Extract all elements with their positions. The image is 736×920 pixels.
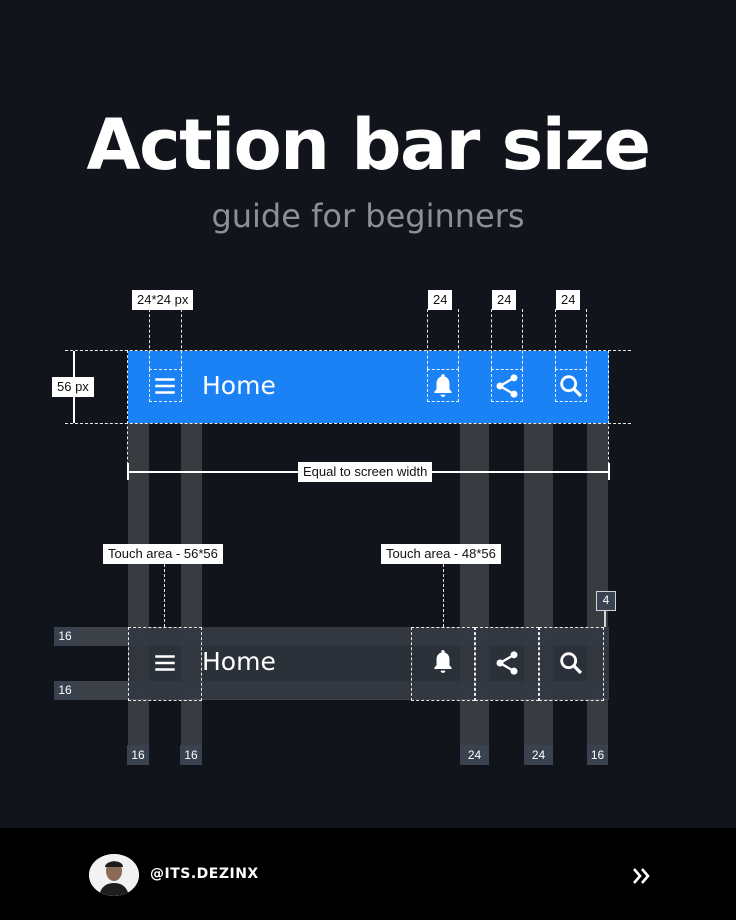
- share-guide-right: [522, 309, 523, 369]
- spacing-bottom-5: 16: [587, 745, 608, 765]
- author-handle[interactable]: @ITS.DEZINX: [150, 866, 259, 882]
- share-icon[interactable]: [493, 649, 521, 677]
- share-touch-area: [475, 627, 539, 701]
- spacing-column-right-2: [524, 423, 553, 765]
- action-touch-area-label: Touch area - 48*56: [381, 544, 501, 564]
- spacing-bottom-3: 24: [460, 745, 489, 765]
- share-icon-size-label: 24: [492, 290, 517, 310]
- nav-touch-area: [128, 627, 202, 701]
- bell-icon-bounds: [427, 369, 459, 402]
- spacing-left-top: 16: [54, 627, 76, 646]
- top-gap-connector: [604, 610, 606, 627]
- guide-bottom-line: [65, 423, 631, 424]
- spacing-bottom-4: 24: [524, 745, 553, 765]
- bell-touch-area: [411, 627, 475, 701]
- spacing-column-left-1: [128, 423, 149, 765]
- app-bar-dark: [128, 627, 609, 699]
- share-guide-left: [491, 309, 492, 369]
- search-icon[interactable]: [557, 372, 585, 400]
- spacing-bottom-1: 16: [127, 745, 149, 765]
- menu-icon-size-label: 24*24 px: [132, 290, 194, 310]
- search-icon-bounds: [555, 369, 587, 402]
- menu-guide-left: [149, 309, 150, 369]
- action-touch-connector: [443, 564, 444, 627]
- app-bar-title: Home: [202, 647, 276, 676]
- menu-icon[interactable]: [152, 373, 178, 399]
- bell-icon[interactable]: [430, 372, 456, 400]
- search-guide-right: [586, 309, 587, 369]
- nav-touch-area-label: Touch area - 56*56: [103, 544, 223, 564]
- menu-icon[interactable]: [152, 650, 178, 676]
- search-touch-area: [539, 627, 604, 701]
- page-title: Action bar size: [86, 104, 651, 186]
- app-bar-blue: [128, 351, 609, 423]
- spacing-top-gap: 4: [596, 591, 616, 611]
- width-marker-tick-left: [127, 463, 129, 480]
- share-icon-bounds: [491, 369, 523, 402]
- bell-icon-size-label: 24: [428, 290, 453, 310]
- spacing-column-left-2: [181, 423, 202, 765]
- width-label: Equal to screen width: [298, 462, 433, 482]
- share-icon[interactable]: [493, 372, 521, 400]
- spacing-bottom-2: 16: [180, 745, 202, 765]
- menu-icon-bounds: [149, 369, 182, 402]
- bell-guide-right: [458, 309, 459, 369]
- menu-guide-right: [181, 309, 182, 369]
- guide-left-line: [127, 350, 128, 480]
- bell-guide-left: [427, 309, 428, 369]
- chevron-right-icon[interactable]: [628, 862, 656, 890]
- spacing-left-bottom: 16: [54, 681, 76, 700]
- nav-touch-connector: [164, 564, 165, 627]
- spacing-column-right-1: [460, 423, 489, 765]
- width-marker-tick-right: [608, 463, 610, 480]
- guide-top-line: [65, 350, 631, 351]
- search-icon-size-label: 24: [556, 290, 581, 310]
- page-subtitle: guide for beginners: [211, 197, 525, 235]
- guide-right-line: [608, 350, 609, 480]
- avatar: [89, 854, 139, 896]
- bell-icon[interactable]: [430, 648, 456, 676]
- app-bar-title: Home: [202, 371, 276, 400]
- bar-height-label: 56 px: [52, 377, 94, 397]
- search-icon[interactable]: [557, 649, 585, 677]
- search-guide-left: [555, 309, 556, 369]
